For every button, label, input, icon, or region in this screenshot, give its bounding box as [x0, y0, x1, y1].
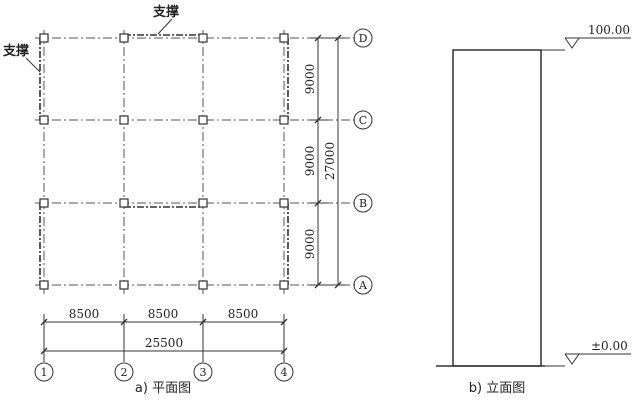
- dim-span-y-2: 9000: [303, 146, 317, 177]
- column: [279, 280, 289, 290]
- vertical-dimensions: 9000 9000 9000 27000: [303, 34, 346, 289]
- axis-bubble-A: [353, 275, 373, 295]
- top-level-symbol: [564, 37, 631, 49]
- column-axis-bubbles: 1 2 3 4: [34, 358, 294, 382]
- column: [39, 115, 49, 125]
- ground-level-value: ±0.00: [591, 339, 628, 353]
- dim-span-y-1: 9000: [303, 229, 317, 260]
- column: [279, 198, 289, 208]
- column: [119, 33, 129, 43]
- axis-bubble-C: [353, 110, 373, 130]
- column: [39, 33, 49, 43]
- column: [119, 280, 129, 290]
- axis-label-3: 3: [200, 366, 207, 379]
- top-level-value: 100.00: [588, 23, 630, 37]
- axis-bubble-3: [193, 362, 213, 382]
- brace-label-left: 支撑: [2, 43, 29, 59]
- column: [119, 115, 129, 125]
- axis-label-1: 1: [41, 366, 48, 379]
- axis-label-C: C: [359, 114, 367, 127]
- row-axis-bubbles: D C B A: [353, 28, 373, 295]
- column: [279, 33, 289, 43]
- column: [198, 33, 208, 43]
- column: [198, 198, 208, 208]
- dim-total-x: 25500: [145, 336, 183, 350]
- dim-span-x-1: 8500: [69, 307, 100, 321]
- dim-span-y-3: 9000: [303, 64, 317, 95]
- brace-label-top: 支撑: [152, 4, 179, 20]
- dim-total-y: 27000: [323, 142, 337, 180]
- ground-level-symbol: [564, 353, 631, 365]
- column: [198, 280, 208, 290]
- plan-view: 支撑 支撑 9000 9000 9000 27000 D: [2, 4, 373, 396]
- column: [39, 280, 49, 290]
- axis-bubble-1: [34, 362, 54, 382]
- axis-label-4: 4: [281, 366, 288, 379]
- axis-bubble-4: [274, 362, 294, 382]
- axis-label-D: D: [359, 32, 368, 45]
- column: [39, 198, 49, 208]
- axis-label-B: B: [359, 197, 367, 210]
- building-outline: [452, 49, 542, 367]
- axis-bubble-D: [353, 28, 373, 48]
- plan-caption: a) 平面图: [135, 381, 191, 396]
- column: [198, 115, 208, 125]
- dim-span-x-3: 8500: [228, 307, 259, 321]
- brace-leader-top: [157, 18, 173, 35]
- brace-leader-left: [25, 57, 41, 73]
- elevation-caption: b) 立面图: [469, 381, 525, 396]
- column: [119, 198, 129, 208]
- column: [279, 115, 289, 125]
- axis-bubble-B: [353, 193, 373, 213]
- axis-bubble-2: [114, 362, 134, 382]
- axis-label-2: 2: [121, 366, 128, 379]
- axis-label-A: A: [358, 279, 368, 292]
- columns: [39, 33, 289, 290]
- dim-span-x-2: 8500: [148, 307, 179, 321]
- horizontal-dimensions: 8500 8500 8500 25500: [40, 307, 288, 358]
- elevation-view: 100.00 ±0.00 b) 立面图: [436, 23, 631, 396]
